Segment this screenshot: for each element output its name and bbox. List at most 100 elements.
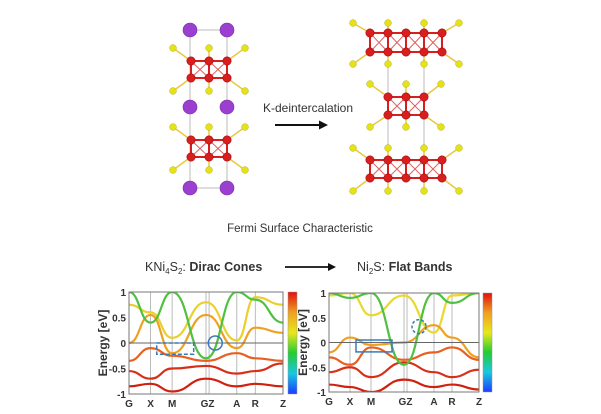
ni-atom — [383, 173, 393, 183]
x-tick-label: GZ — [201, 399, 215, 410]
ni-atom — [186, 73, 196, 83]
y-tick-label: 1 — [320, 289, 326, 300]
s-atom — [384, 144, 392, 152]
ni-atom — [383, 47, 393, 57]
ni-atom — [222, 73, 232, 83]
y-tick-label: -0.5 — [109, 365, 127, 376]
plot-frame — [328, 292, 480, 393]
x-tick-label: R — [448, 397, 456, 408]
x-tick-label: G — [125, 399, 133, 410]
y-tick-label: -1 — [317, 388, 326, 399]
s-atom — [349, 187, 357, 195]
ni-atom — [419, 110, 429, 120]
k-atom — [219, 99, 235, 115]
ni-atom — [204, 56, 214, 66]
deintercalation-arrow — [275, 120, 328, 130]
s-atom — [384, 60, 392, 68]
s-atom — [349, 144, 357, 152]
s-atom — [420, 60, 428, 68]
bands — [129, 292, 283, 393]
x-tick-label: Z — [476, 397, 482, 408]
x-tick-label: G — [325, 397, 333, 408]
s-atom — [205, 44, 213, 52]
y-tick-label: 0 — [320, 339, 326, 350]
s-atom — [455, 60, 463, 68]
s-atom — [349, 19, 357, 27]
s-atom — [241, 123, 249, 131]
s-atom — [205, 166, 213, 174]
k-atom — [219, 180, 235, 196]
s-atom — [455, 19, 463, 27]
k-atom — [219, 22, 235, 38]
ni-atom — [437, 47, 447, 57]
s-atom — [384, 19, 392, 27]
colorbar — [482, 292, 493, 393]
band-b4 — [329, 361, 479, 379]
section-title: Fermi Surface Characteristic — [227, 223, 373, 235]
ni-atom — [419, 173, 429, 183]
band-b5 — [129, 377, 283, 393]
band-b3 — [329, 346, 479, 366]
s-atom — [169, 87, 177, 95]
y-tick-label: 0.5 — [112, 314, 126, 325]
ni-atom — [437, 173, 447, 183]
x-tick-label: M — [168, 399, 176, 410]
s-atom — [169, 123, 177, 131]
ni-atom — [186, 56, 196, 66]
annotation-dashed-circle — [411, 318, 427, 335]
s-atom — [384, 187, 392, 195]
y-tick-label: 0.5 — [312, 314, 326, 325]
ni-atom — [204, 73, 214, 83]
annotation-dirac-circle — [207, 335, 223, 351]
s-atom — [455, 187, 463, 195]
y-tick-label: 1 — [120, 288, 126, 299]
s-atom — [366, 80, 374, 88]
ni-atom — [365, 28, 375, 38]
ni-atom — [222, 56, 232, 66]
s-atom — [349, 60, 357, 68]
y-tick-label: -1 — [117, 390, 126, 401]
ni-atom — [383, 155, 393, 165]
s-atom — [205, 87, 213, 95]
s-atom — [169, 166, 177, 174]
y-tick-label: 0 — [120, 339, 126, 350]
ni-atom — [419, 92, 429, 102]
ni-atom — [401, 155, 411, 165]
left-title: KNi4S2: Dirac Cones — [145, 260, 262, 276]
crystal-structures — [169, 19, 463, 196]
s-atom — [402, 123, 410, 131]
ni-atom — [365, 173, 375, 183]
ni-atom — [419, 47, 429, 57]
y-tick-label: -0.5 — [309, 363, 327, 374]
s-atom — [455, 144, 463, 152]
band-b2 — [129, 313, 283, 355]
y-axis-label: Energy [eV] — [296, 309, 310, 376]
plot-frame — [128, 291, 284, 395]
band-b1 — [129, 295, 283, 342]
x-tick-label: A — [233, 399, 240, 410]
ni-atom — [401, 92, 411, 102]
x-tick-label: X — [347, 397, 354, 408]
x-tick-label: A — [430, 397, 437, 408]
s-atom — [241, 44, 249, 52]
ni-atom — [419, 155, 429, 165]
x-tick-label: Z — [280, 399, 286, 410]
comparison-arrow — [285, 263, 336, 271]
s-atom — [366, 123, 374, 131]
ni-atom — [186, 152, 196, 162]
ni-atom — [222, 152, 232, 162]
s-atom — [402, 80, 410, 88]
x-tick-label: X — [147, 399, 154, 410]
s-atom — [420, 144, 428, 152]
s-atom — [241, 166, 249, 174]
s-atom — [420, 19, 428, 27]
band-b5 — [329, 378, 479, 392]
s-atom — [205, 123, 213, 131]
band-b6 — [329, 293, 479, 366]
x-tick-label: M — [367, 397, 375, 408]
colorbar — [287, 291, 298, 395]
k-atom — [182, 99, 198, 115]
annotation-box — [355, 339, 393, 353]
